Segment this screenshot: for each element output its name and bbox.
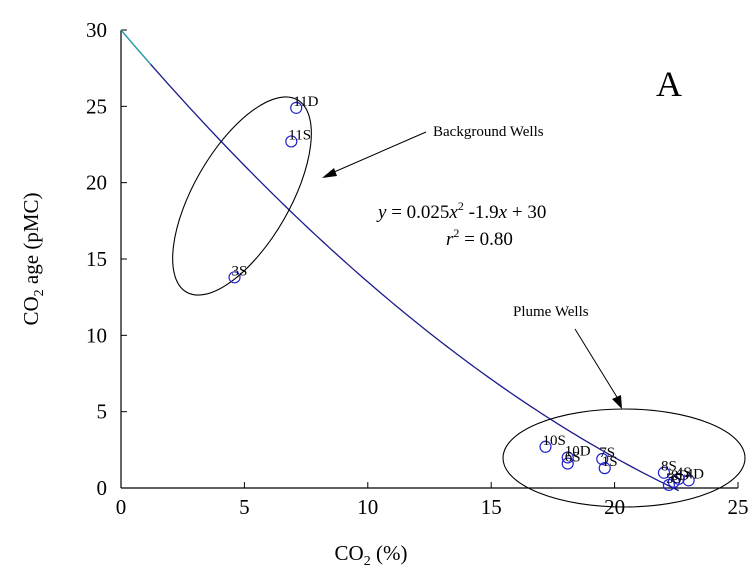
plume-wells-arrowhead — [612, 395, 622, 409]
background-wells-arrowhead — [322, 168, 337, 178]
data-point-label: 10S — [542, 433, 565, 449]
data-point — [662, 478, 675, 492]
data-point-label: 11S — [288, 127, 311, 143]
background-wells-arrow — [324, 131, 427, 177]
fit-curve-start-segment — [120, 29, 152, 65]
fit-curve-line — [120, 29, 680, 492]
y-tick-label: 30 — [86, 18, 107, 42]
background-wells-label: Background Wells — [433, 124, 544, 140]
x-tick-label: 10 — [357, 495, 378, 519]
data-point — [657, 466, 671, 479]
plume-wells-ellipse — [502, 408, 746, 508]
r-squared: r2 = 0.80 — [446, 226, 513, 250]
y-tick-label: 20 — [86, 171, 107, 195]
data-point — [285, 135, 298, 148]
x-tick-label: 5 — [239, 495, 250, 519]
plume-wells-label: Plume Wells — [513, 304, 589, 320]
data-point-label: 5S — [666, 471, 682, 487]
x-tick-label: 25 — [728, 495, 749, 519]
data-point-label: 4D — [686, 466, 705, 482]
data-point-label: 8D — [671, 468, 690, 484]
y-tick-label: 25 — [86, 94, 107, 118]
x-axis-title: CO2 (%) — [335, 541, 408, 569]
y-axis-ticks: 0 5 10 15 20 25 30 — [86, 18, 127, 500]
plume-wells-arrow — [574, 328, 621, 403]
data-point — [598, 462, 611, 475]
data-point-label: 10D — [565, 443, 591, 459]
x-tick-label: 15 — [481, 495, 502, 519]
data-point — [682, 474, 695, 487]
data-point-label: 8S — [661, 459, 677, 475]
fit-equation: y = 0.025x2 -1.9x + 30 — [376, 199, 546, 223]
x-tick-label: 0 — [116, 495, 127, 519]
data-point — [539, 440, 552, 453]
data-point-label: 3S — [232, 263, 248, 279]
data-point — [561, 457, 574, 470]
data-point — [228, 271, 241, 284]
data-point-label: 6S — [565, 450, 581, 466]
y-tick-label: 5 — [97, 400, 108, 424]
data-point-label: 4S — [676, 465, 692, 481]
data-point-label: 7S — [599, 445, 615, 461]
data-point — [596, 452, 609, 466]
data-point-label: 11D — [293, 94, 318, 110]
y-tick-label: 15 — [86, 247, 107, 271]
background-wells-ellipse — [172, 96, 312, 296]
y-tick-label: 0 — [97, 476, 108, 500]
y-tick-label: 10 — [86, 323, 107, 347]
data-point-label: 1S — [602, 454, 618, 470]
data-point — [561, 451, 574, 464]
panel-label: A — [656, 64, 682, 104]
y-axis-title: CO2 age (pMC) — [19, 192, 47, 325]
data-point — [290, 101, 303, 114]
